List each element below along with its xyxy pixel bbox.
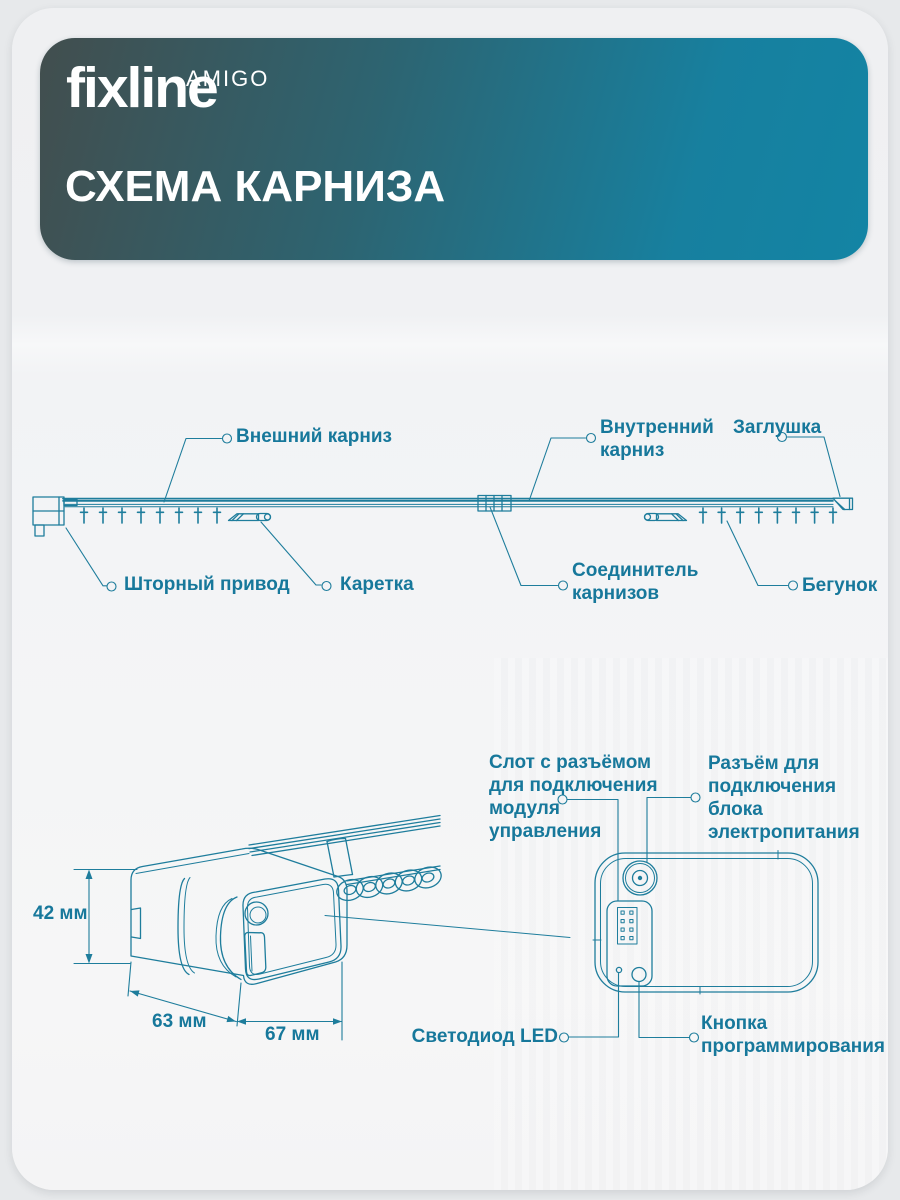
- label-led: Светодиод LED: [411, 1026, 558, 1047]
- label-inner-rail: Внутренний карниз: [600, 416, 714, 462]
- page-title: СХЕМА КАРНИЗА: [65, 162, 446, 211]
- dimension-depth: 63 мм: [152, 1011, 207, 1032]
- dimension-height: 42 мм: [33, 903, 88, 924]
- label-module-slot-line3: модуля: [489, 798, 560, 819]
- label-outer-rail: Внешний карниз: [236, 426, 392, 447]
- label-inner-rail-line1: Внутренний: [600, 417, 714, 438]
- label-end-cap: Заглушка: [733, 417, 822, 438]
- label-rail-connector: Соединитель карнизов: [572, 559, 698, 605]
- label-rail-connector-line2: карнизов: [572, 583, 660, 604]
- label-carriage: Каретка: [340, 574, 414, 595]
- label-module-slot-line2: для подключения: [489, 775, 658, 796]
- brand-sub-logo: AMIGO: [186, 66, 270, 91]
- label-programming-button: Кнопка программирования: [701, 1012, 885, 1058]
- label-power-connector-line3: блока: [708, 799, 763, 820]
- brand-logo: fixline: [66, 56, 219, 120]
- label-power-connector: Разъём для подключения блока электропита…: [708, 752, 860, 844]
- label-module-slot-line4: управления: [489, 821, 602, 842]
- label-inner-rail-line2: карниз: [600, 440, 665, 461]
- label-power-connector-line4: электропитания: [708, 822, 860, 843]
- header-banner: fixline AMIGO СХЕМА КАРНИЗА: [40, 38, 868, 260]
- label-programming-button-line1: Кнопка: [701, 1013, 768, 1034]
- label-power-connector-line1: Разъём для: [708, 753, 820, 774]
- label-curtain-drive: Шторный привод: [124, 574, 290, 595]
- label-runner: Бегунок: [802, 575, 878, 596]
- label-module-slot: Слот с разъёмом для подключения модуля у…: [489, 751, 658, 843]
- dimension-width: 67 мм: [265, 1024, 320, 1045]
- label-rail-connector-line1: Соединитель: [572, 560, 699, 581]
- label-power-connector-line2: подключения: [708, 776, 837, 797]
- label-programming-button-line2: программирования: [701, 1036, 886, 1057]
- label-module-slot-line1: Слот с разъёмом: [489, 752, 652, 773]
